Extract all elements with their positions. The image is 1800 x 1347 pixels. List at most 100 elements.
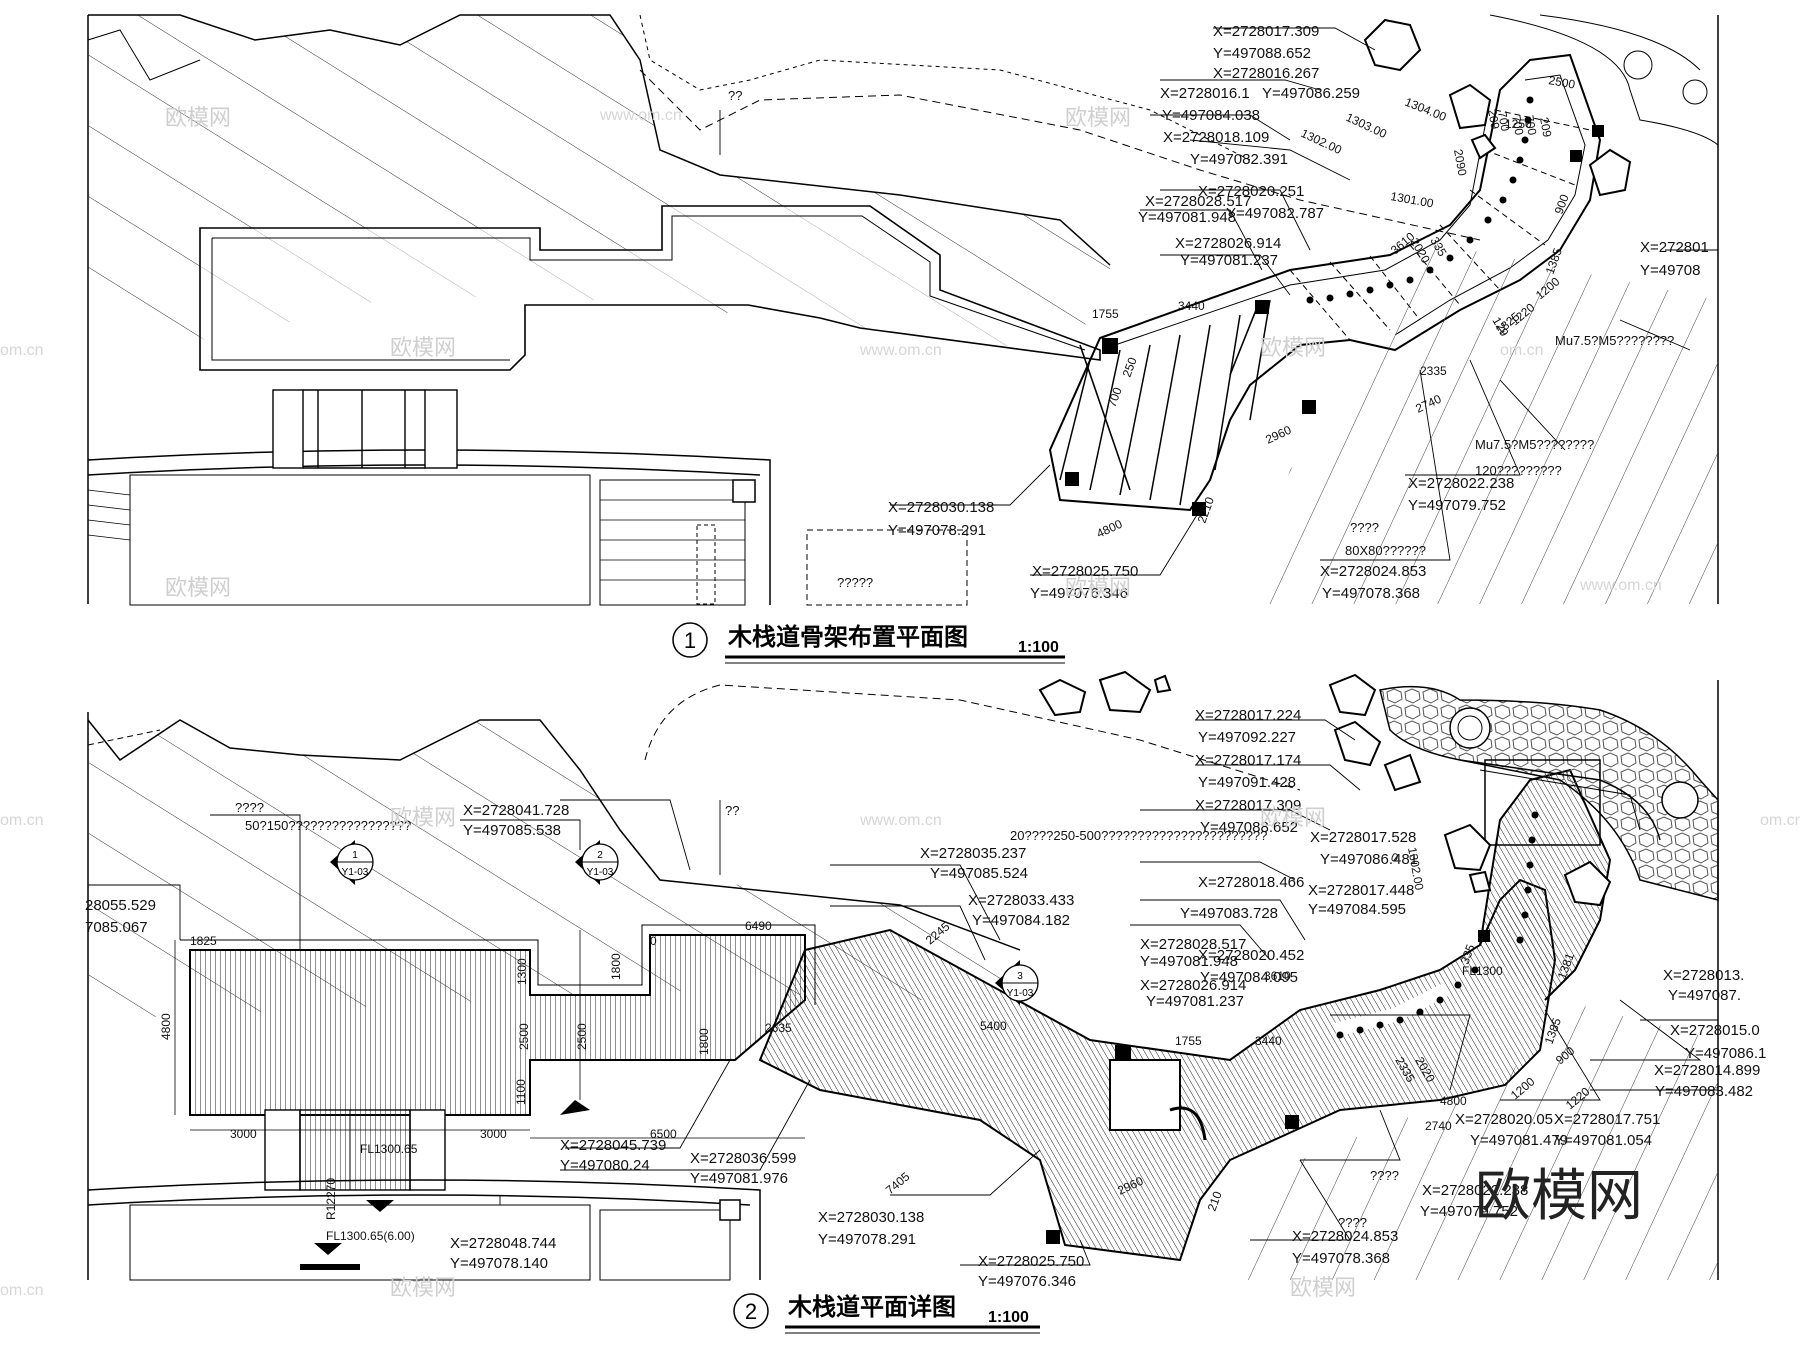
svg-text:2: 2	[597, 850, 603, 861]
coordinate-label: Y=497086.259	[1262, 85, 1360, 102]
dimension-label: 3000	[230, 1127, 257, 1141]
svg-text:欧模网: 欧模网	[1260, 806, 1326, 831]
svg-text:欧模网: 欧模网	[165, 106, 231, 131]
note-label: ????	[1370, 1168, 1399, 1183]
coordinate-label: Y=497085.524	[930, 865, 1028, 882]
coordinate-label: X=2728045.739	[560, 1137, 666, 1154]
svg-text:www.om.cn: www.om.cn	[599, 107, 682, 124]
dimension-label: 1304.00	[1403, 95, 1449, 124]
plan-2-scale: 1:100	[988, 1309, 1029, 1326]
svg-text:www.om.cn: www.om.cn	[1579, 577, 1662, 594]
coordinate-label: Y=497084.038	[1162, 107, 1260, 124]
coordinate-label: X=2728018.466	[1198, 874, 1304, 891]
svg-text:1: 1	[352, 850, 358, 861]
svg-text:欧模网: 欧模网	[1065, 576, 1131, 601]
plan-2-number: 2	[745, 1299, 757, 1324]
coordinate-label: X=272801	[1640, 239, 1709, 256]
svg-text:om.cn: om.cn	[1500, 342, 1544, 359]
coordinate-label: Y=497084.595	[1308, 901, 1406, 918]
coordinate-label: Y=497078.140	[450, 1255, 548, 1272]
coordinate-label: Y=497078.291	[888, 522, 986, 539]
coordinate-label: X=2728016.1	[1160, 85, 1250, 102]
coordinate-label: Y=497080.24	[560, 1157, 650, 1174]
coordinate-label: Y=497092.227	[1198, 729, 1296, 746]
dimension-label: 2500	[517, 1023, 531, 1050]
svg-text:欧模网: 欧模网	[390, 1276, 456, 1301]
coordinate-label: X=2728020.452	[1198, 947, 1304, 964]
dimension-label: 4800	[1440, 1094, 1467, 1108]
dimension-label: 5400	[980, 1019, 1007, 1033]
dimension-label: 3440	[1255, 1034, 1282, 1048]
coordinate-label: Y=497082.391	[1190, 151, 1288, 168]
svg-text:欧模网: 欧模网	[1260, 336, 1326, 361]
coordinate-label: X=2728028.517	[1140, 936, 1246, 953]
coordinate-label: 7085.067	[85, 919, 148, 936]
coordinate-label: Y=497083.482	[1655, 1083, 1753, 1100]
coordinate-label: Y=497084.182	[972, 912, 1070, 929]
dimension-label: 1303.00	[1344, 110, 1390, 141]
dimension-label: 3000	[480, 1127, 507, 1141]
coordinate-label: Y=497081.237	[1146, 993, 1244, 1010]
coordinate-label: X=2728017.174	[1195, 752, 1301, 769]
coordinate-label: X=2728036.599	[690, 1150, 796, 1167]
coordinate-label: X=2728033.433	[968, 892, 1074, 909]
coordinate-label: Y=497088.652	[1200, 819, 1298, 836]
dimension-label: 4800	[159, 1013, 173, 1040]
coordinate-label: X=2728041.728	[463, 802, 569, 819]
coordinate-label: X=2728026.914	[1140, 977, 1246, 994]
dimension-label: 6490	[745, 919, 772, 933]
note-label: ??	[728, 88, 742, 103]
dimension-label: 0	[650, 934, 657, 948]
dimension-label: 7405	[883, 1169, 913, 1197]
svg-text:Y1-03: Y1-03	[1007, 988, 1034, 999]
dimension-label: 700	[1495, 110, 1512, 132]
dimension-label: 1755	[1175, 1034, 1202, 1048]
section-mark-3: 3 Y1-03	[995, 960, 1039, 1005]
coordinate-label: X=2728022.238	[1408, 475, 1514, 492]
dimension-label: 3440	[1178, 299, 1205, 313]
coordinate-label: Y=497083.728	[1180, 905, 1278, 922]
coordinate-label: X=2728024.853	[1292, 1228, 1398, 1245]
entrance-piers	[272, 389, 458, 469]
dimension-label: 2335	[1420, 364, 1447, 378]
dimension-label: 209	[1537, 116, 1554, 138]
coordinate-label: Y=497078.368	[1322, 585, 1420, 602]
svg-text:om.cn: om.cn	[0, 342, 44, 359]
coordinate-label: X=2728017.751	[1554, 1111, 1660, 1128]
dimension-label: 210	[1205, 1189, 1225, 1213]
svg-text:www.om.cn: www.om.cn	[859, 812, 942, 829]
level-label: FL1300.65(6.00)	[326, 1229, 415, 1243]
dimension-label: 700	[1105, 385, 1125, 409]
dimension-label: 209	[1485, 108, 1502, 130]
coordinate-label: Y=497082.787	[1226, 205, 1324, 222]
plan-2-detail-layout: 1 Y1-03 2 Y1-03 3 Y1-03 2 木栈道平面详图 1:100	[87, 670, 1719, 1334]
note-label: ????	[235, 800, 264, 815]
coordinate-label: X=2728030.138	[888, 499, 994, 516]
coordinate-label: Y=497081.479	[1470, 1132, 1568, 1149]
dimension-label: 1250	[1505, 117, 1532, 131]
section-mark-1: 1 Y1-03	[330, 840, 374, 885]
dimension-label: 1800	[609, 953, 623, 980]
dimension-label: 3610	[1264, 969, 1291, 983]
plan-2-title-block: 2 木栈道平面详图 1:100	[733, 1293, 1040, 1334]
coordinate-label: Y=497087.	[1668, 987, 1741, 1004]
coordinate-label: X=2728028.517	[1145, 193, 1251, 210]
coordinate-label: Y=497084.095	[1200, 969, 1298, 986]
svg-text:欧模网: 欧模网	[165, 576, 231, 601]
coordinate-label: Y=497086.1	[1685, 1045, 1766, 1062]
watermarks: 欧模网 欧模网 欧模网 欧模网 欧模网 欧模网 欧模网 欧模网 欧模网 欧模网 …	[0, 106, 1800, 1301]
coordinate-label: X=2728017.224	[1195, 707, 1301, 724]
note-label: Mu7.5?M5????????	[1475, 437, 1594, 452]
svg-text:欧模网: 欧模网	[1290, 1276, 1356, 1301]
plan-1-framing-layout: 1 木栈道骨架布置平面图 1:100	[87, 14, 1719, 664]
coordinate-label: Y=497091.428	[1198, 774, 1296, 791]
main-deck-platform	[189, 934, 806, 1116]
coordinate-label: Y=497081.948	[1140, 953, 1238, 970]
boulders	[1363, 18, 1632, 197]
coordinate-label: Y=497081.054	[1554, 1132, 1652, 1149]
note-label: ????	[1350, 520, 1379, 535]
coordinate-label: X=2728018.109	[1163, 129, 1269, 146]
coordinate-label: Y=497081.976	[690, 1170, 788, 1187]
note-label: ??	[725, 803, 739, 818]
plan-2-title: 木栈道平面详图	[787, 1293, 956, 1321]
